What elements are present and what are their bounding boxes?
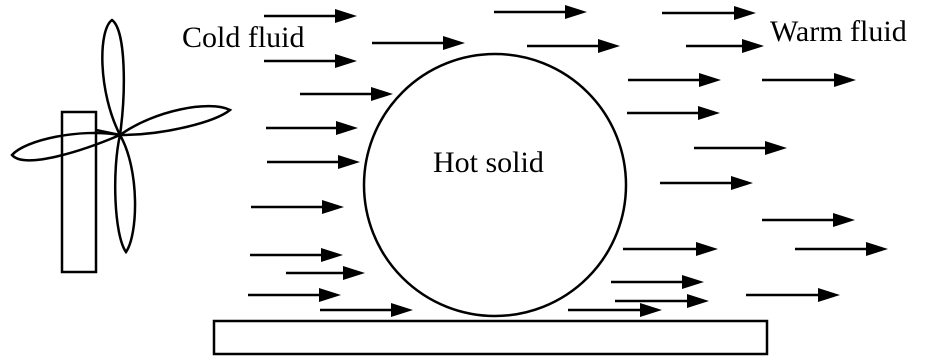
- base-plate: [212, 319, 769, 356]
- flow-arrow: [372, 36, 465, 50]
- flow-arrow-head: [371, 87, 393, 101]
- flow-arrow: [762, 73, 856, 87]
- flow-arrow-head: [682, 275, 704, 289]
- flow-arrow: [266, 121, 358, 135]
- flow-arrow: [662, 6, 756, 20]
- flow-arrow-head: [336, 121, 358, 135]
- flow-arrow-head: [335, 54, 357, 68]
- flow-arrow: [494, 5, 587, 19]
- flow-arrow-head: [731, 176, 753, 190]
- flow-arrow-head: [765, 141, 787, 155]
- flow-arrow: [300, 87, 393, 101]
- flow-arrow: [660, 176, 753, 190]
- fan-blade-top: [101, 18, 126, 140]
- flow-arrow: [320, 303, 413, 317]
- flow-arrow-head: [696, 242, 718, 256]
- flow-arrow-head: [322, 200, 344, 214]
- flow-arrow: [251, 200, 344, 214]
- flow-arrow: [746, 288, 840, 302]
- flow-arrow-head: [818, 288, 840, 302]
- flow-arrow: [248, 288, 341, 302]
- flow-arrow: [694, 141, 787, 155]
- hot-solid-circle: [362, 52, 628, 318]
- flow-arrow: [623, 242, 718, 256]
- hot-solid-label: Hot solid: [433, 146, 544, 179]
- flow-arrow: [628, 73, 721, 87]
- flow-arrow-head: [698, 106, 720, 120]
- flow-arrow-head: [699, 73, 721, 87]
- flow-arrow-head: [742, 39, 764, 53]
- flow-arrow-head: [833, 213, 855, 227]
- flow-arrow-head: [319, 288, 341, 302]
- cold-fluid-label: Cold fluid: [182, 21, 305, 54]
- flow-arrow: [627, 106, 720, 120]
- fan-blade-bottom: [113, 131, 137, 255]
- flow-arrow-head: [598, 39, 620, 53]
- warm-fluid-label: Warm fluid: [770, 15, 907, 48]
- flow-arrow-head: [866, 242, 888, 256]
- flow-arrow-head: [565, 5, 587, 19]
- flow-arrow: [264, 9, 357, 23]
- fan-post: [60, 110, 98, 274]
- flow-arrow: [527, 39, 620, 53]
- flow-arrow: [611, 275, 704, 289]
- flow-arrow: [286, 266, 365, 280]
- flow-arrow-head: [834, 73, 856, 87]
- fan-blade-left: [10, 131, 125, 162]
- flow-arrow: [264, 54, 357, 68]
- flow-arrow-head: [640, 303, 662, 317]
- flow-arrow: [795, 242, 888, 256]
- fan-icon: [10, 18, 233, 274]
- flow-arrow-head: [687, 294, 709, 308]
- flow-arrow: [615, 294, 709, 308]
- fan-hub-line: [95, 128, 121, 137]
- flow-arrow-head: [734, 6, 756, 20]
- flow-arrow: [762, 213, 855, 227]
- flow-arrow-head: [335, 9, 357, 23]
- flow-arrow-head: [343, 266, 365, 280]
- flow-arrow: [250, 248, 343, 262]
- flow-arrow-head: [321, 248, 343, 262]
- flow-arrow: [686, 39, 764, 53]
- flow-arrow: [568, 303, 662, 317]
- flow-arrow-head: [391, 303, 413, 317]
- flow-arrow: [267, 155, 360, 169]
- fan-blade-right: [116, 104, 233, 137]
- flow-arrow-head: [443, 36, 465, 50]
- flow-arrow-head: [338, 155, 360, 169]
- flow-arrows: [248, 5, 888, 317]
